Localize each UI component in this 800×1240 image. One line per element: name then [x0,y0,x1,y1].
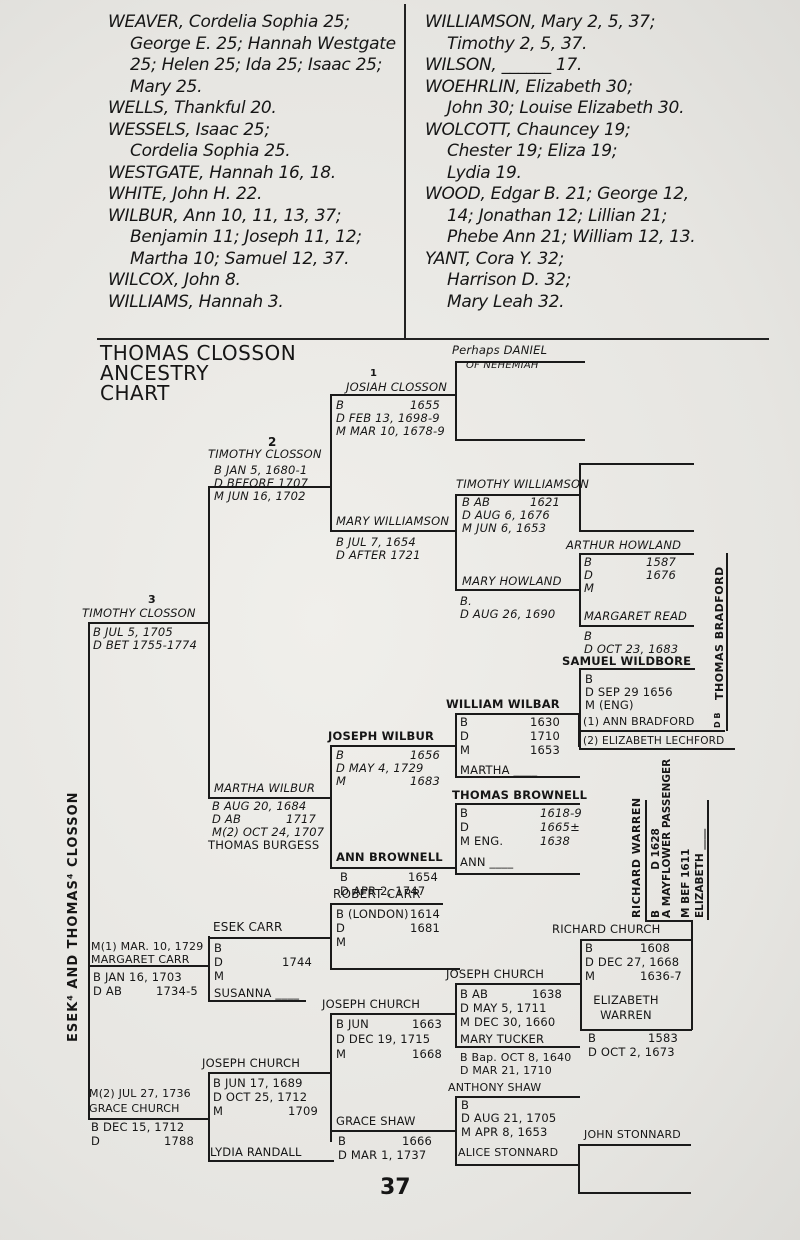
index-left-column: WEAVER, Cordelia Sophia 25; George E. 25… [108,12,396,313]
person-thomas-bradford: THOMAS BRADFORD [713,566,726,700]
index-entry-wood: WOOD, Edgar B. 21; George 12, 14; Jonath… [425,184,696,247]
page-number: 37 [380,1175,411,1200]
index-entry-wolcott: WOLCOTT, Chauncey 19; Chester 19; Eliza … [425,119,631,183]
index-entry-wessels: WESSELS, Isaac 25; Cordelia Sophia 25. [108,119,291,162]
chart-title: THOMAS CLOSSON ANCESTRY CHART [100,341,297,405]
person-john-stonnard: JOHN STONNARD [584,1128,681,1141]
index-entry-yant: YANT, Cora Y. 32; Harrison D. 32; Mary L… [425,248,572,312]
index-right-column: WILLIAMSON, Mary 2, 5, 37; Timothy 2, 5,… [425,12,696,313]
index-entry-weaver: WEAVER, Cordelia Sophia 25; George E. 25… [108,12,396,97]
index-entry-wilson: WILSON, ______ 17. [425,55,583,75]
index-entry-wilbur: WILBUR, Ann 10, 11, 13, 37; Benjamin 11;… [108,205,362,269]
column-divider [404,4,406,338]
index-entry-williamson: WILLIAMSON, Mary 2, 5, 37; Timothy 2, 5,… [425,12,656,54]
root-persons-label: ESEK⁴ AND THOMAS⁴ CLOSSON [66,791,81,1042]
index-entry-westgate: WESTGATE, Hannah 16, 18. [108,162,336,183]
index-entry-white: WHITE, John H. 22. [108,184,263,204]
index-entry-williams: WILLIAMS, Hannah 3. [108,291,284,312]
index-entry-wells: WELLS, Thankful 20. [108,98,277,118]
section-divider [97,338,769,340]
index-entry-wilcox: WILCOX, John 8. [108,270,241,290]
index-entry-woehrlin: WOEHRLIN, Elizabeth 30; John 30; Louise … [425,76,685,119]
